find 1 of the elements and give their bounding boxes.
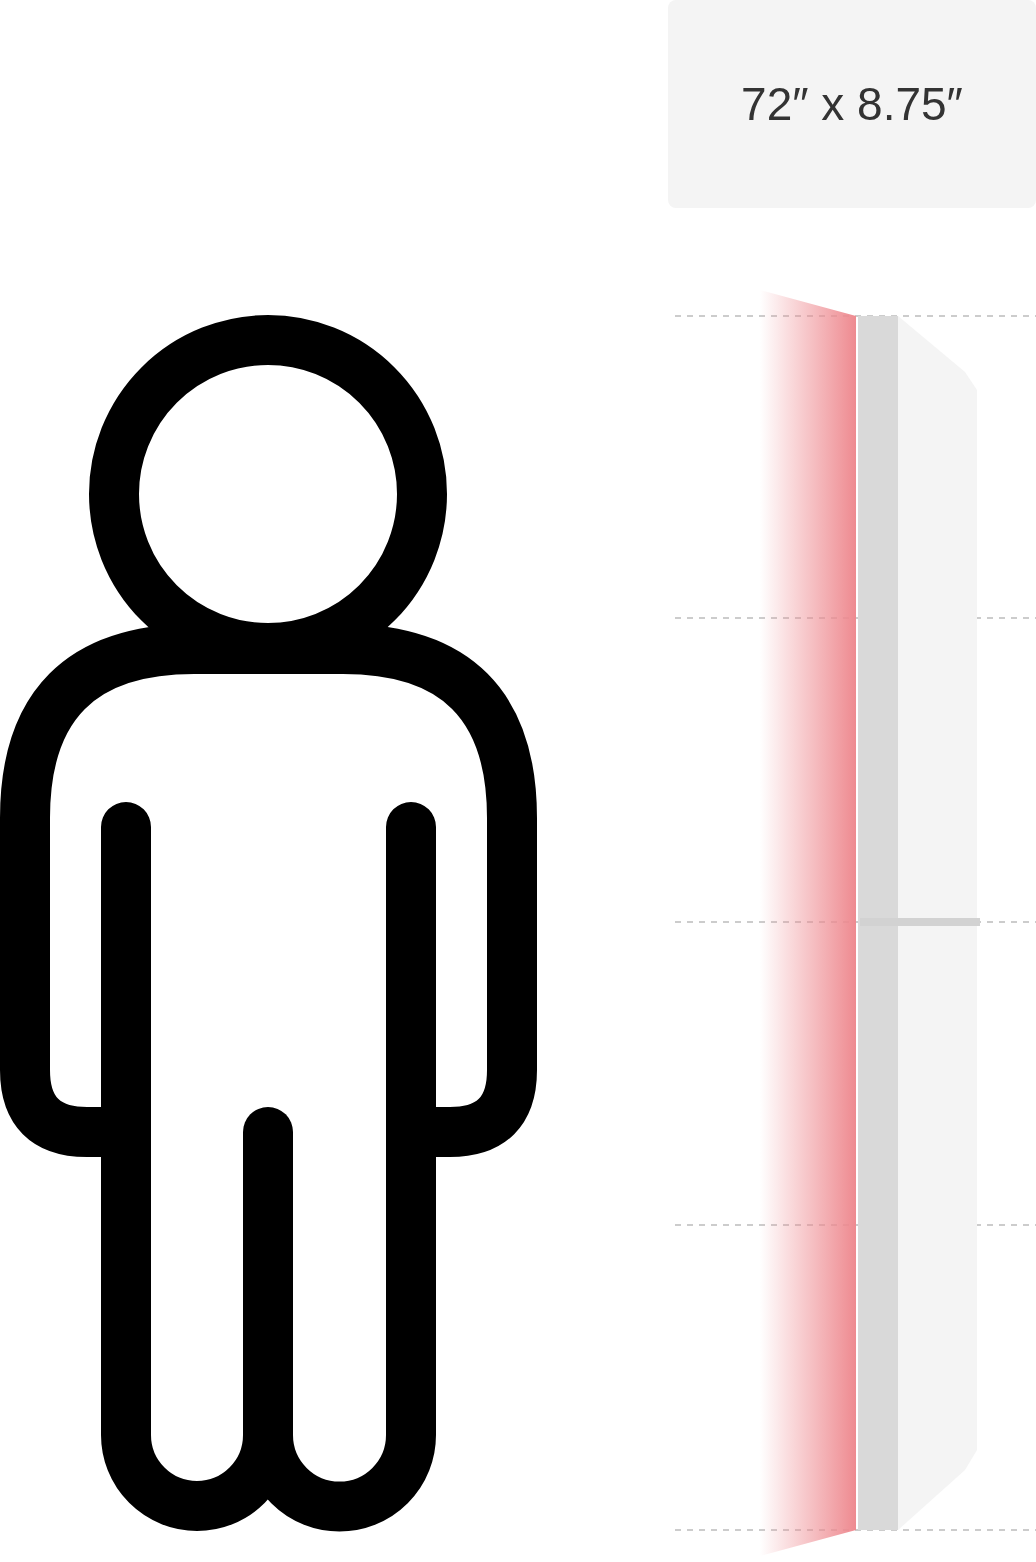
dimension-text: 72″ x 8.75″ xyxy=(741,76,963,132)
